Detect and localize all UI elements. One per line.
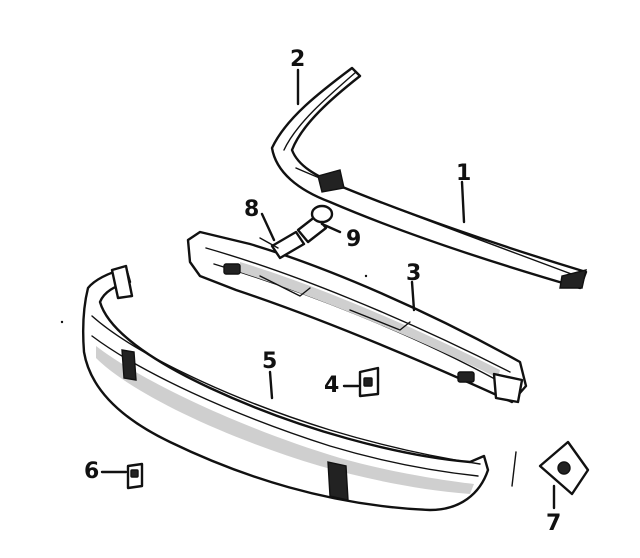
callout-6: 6	[84, 459, 99, 484]
stray-marks	[60, 274, 517, 487]
small-clip-4[interactable]	[358, 366, 380, 398]
reinforcement-bar[interactable]	[186, 230, 528, 404]
callout-4: 4	[324, 373, 339, 398]
small-clip-6[interactable]	[126, 462, 144, 490]
callout-2: 2	[290, 47, 305, 72]
leader-lines	[100, 68, 556, 510]
callout-3: 3	[406, 261, 421, 286]
bracket-assembly[interactable]	[259, 204, 334, 260]
callout-1: 1	[456, 161, 471, 186]
corner-bracket-7[interactable]	[538, 440, 590, 496]
callout-8: 8	[244, 197, 259, 222]
callout-9: 9	[346, 227, 361, 252]
callout-5: 5	[262, 349, 277, 374]
bumper-cover[interactable]	[82, 264, 490, 512]
callout-7: 7	[546, 511, 561, 536]
upper-trim-strip[interactable]	[270, 66, 588, 290]
